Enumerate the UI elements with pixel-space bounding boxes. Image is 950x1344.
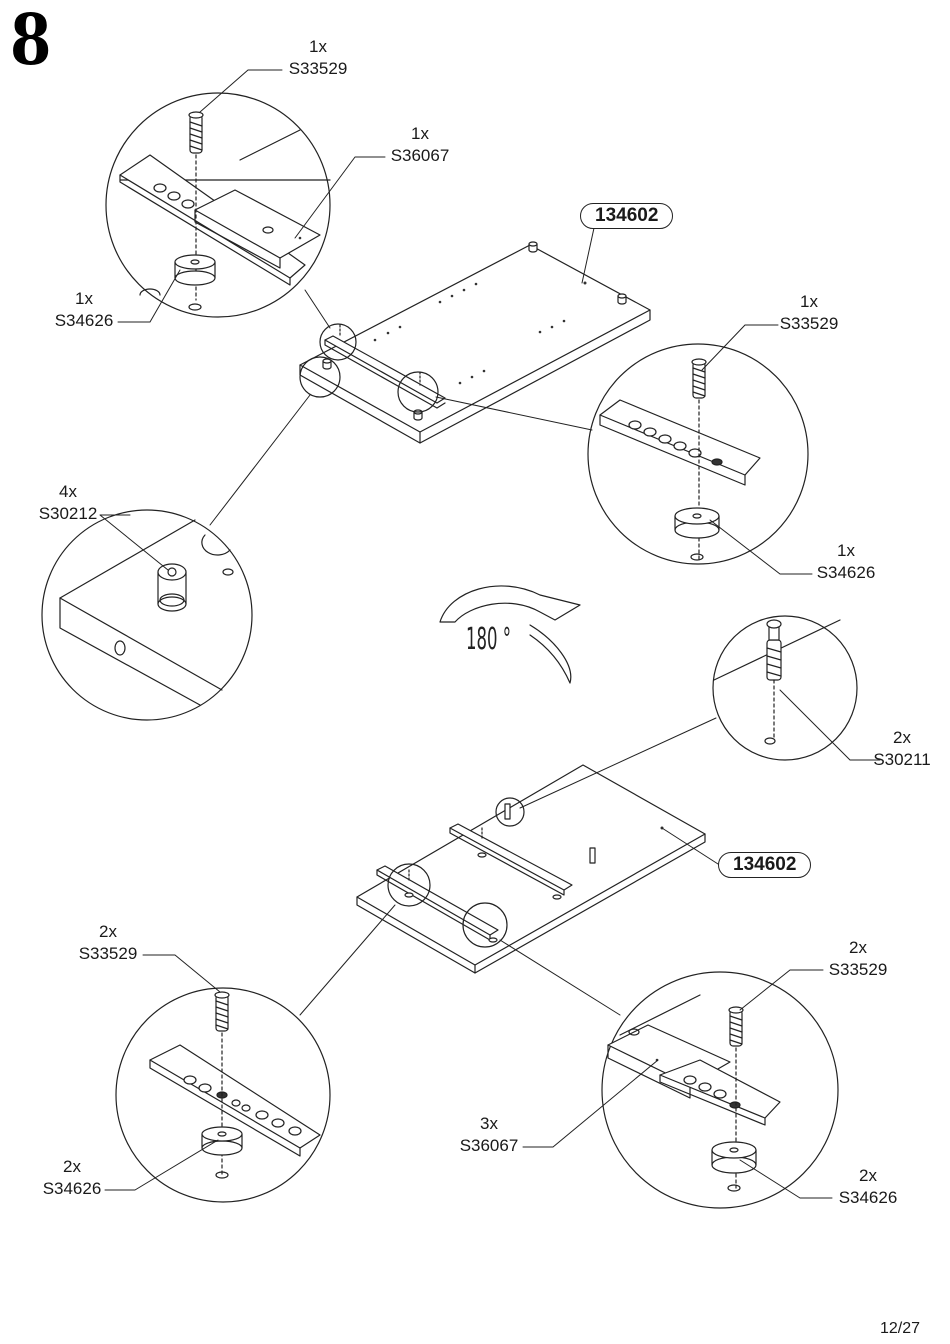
detail-circle-screw-right	[712, 615, 858, 761]
detail-circle-rail-top	[105, 92, 331, 318]
callout-qty: 1x	[75, 289, 93, 308]
detail-circle-rail-bottom-right	[601, 971, 839, 1209]
callout-code: S34626	[838, 1188, 898, 1207]
callout-qty: 2x	[63, 1157, 81, 1176]
connector-lines	[209, 289, 717, 1016]
callout-screw-right: 1x S33529	[769, 291, 849, 335]
callout-code: S34626	[42, 1179, 102, 1198]
callout-cam-lock: 4x S30212	[28, 481, 108, 525]
leader-lines	[99, 69, 881, 1199]
callout-screw-bottom-left: 2x S33529	[68, 921, 148, 965]
callout-qty: 1x	[837, 541, 855, 560]
callout-qty: 1x	[411, 124, 429, 143]
callout-qty: 2x	[859, 1166, 877, 1185]
callout-code: S33529	[828, 960, 888, 979]
callout-bolt-right: 2x S30211	[862, 727, 942, 771]
callout-washer-top: 1x S34626	[44, 288, 124, 332]
callout-screw-top: 1x S33529	[278, 36, 358, 80]
page-indicator: 12/27	[879, 1320, 920, 1337]
callout-qty: 1x	[800, 292, 818, 311]
callout-qty: 2x	[893, 728, 911, 747]
callout-qty: 3x	[480, 1114, 498, 1133]
callout-qty: 2x	[849, 938, 867, 957]
callout-screw-bottom-right: 2x S33529	[818, 937, 898, 981]
callout-code: S33529	[779, 314, 839, 333]
step-number: 8	[10, 0, 52, 81]
top-panel-board	[299, 241, 651, 444]
callout-washer-bottom-left: 2x S34626	[32, 1156, 112, 1200]
callout-qty: 1x	[309, 37, 327, 56]
detail-circle-rail-bottom-left	[115, 987, 331, 1203]
callout-connector-top: 1x S36067	[380, 123, 460, 167]
bottom-panel-board	[356, 764, 706, 974]
callout-code: S30212	[38, 504, 98, 523]
callout-code: S33529	[288, 59, 348, 78]
callout-code: S34626	[54, 311, 114, 330]
detail-circle-rail-right	[587, 343, 809, 565]
callout-qty: 4x	[59, 482, 77, 501]
callout-washer-right: 1x S34626	[806, 540, 886, 584]
rotation-arrow	[439, 585, 581, 684]
callout-code: S30211	[873, 750, 931, 769]
callout-qty: 2x	[99, 922, 117, 941]
callout-code: S34626	[816, 563, 876, 582]
callout-connector-bottom: 3x S36067	[449, 1113, 529, 1157]
part-tag-bottom-panel: 134602	[718, 852, 812, 878]
callout-code: S36067	[459, 1136, 519, 1155]
rotation-label: 180 °	[466, 622, 511, 657]
callout-washer-bottom-right: 2x S34626	[828, 1165, 908, 1209]
detail-circle-cam-lock	[41, 509, 253, 721]
callout-code: S33529	[78, 944, 138, 963]
callout-code: S36067	[390, 146, 450, 165]
part-tag-top-panel: 134602	[580, 203, 674, 229]
